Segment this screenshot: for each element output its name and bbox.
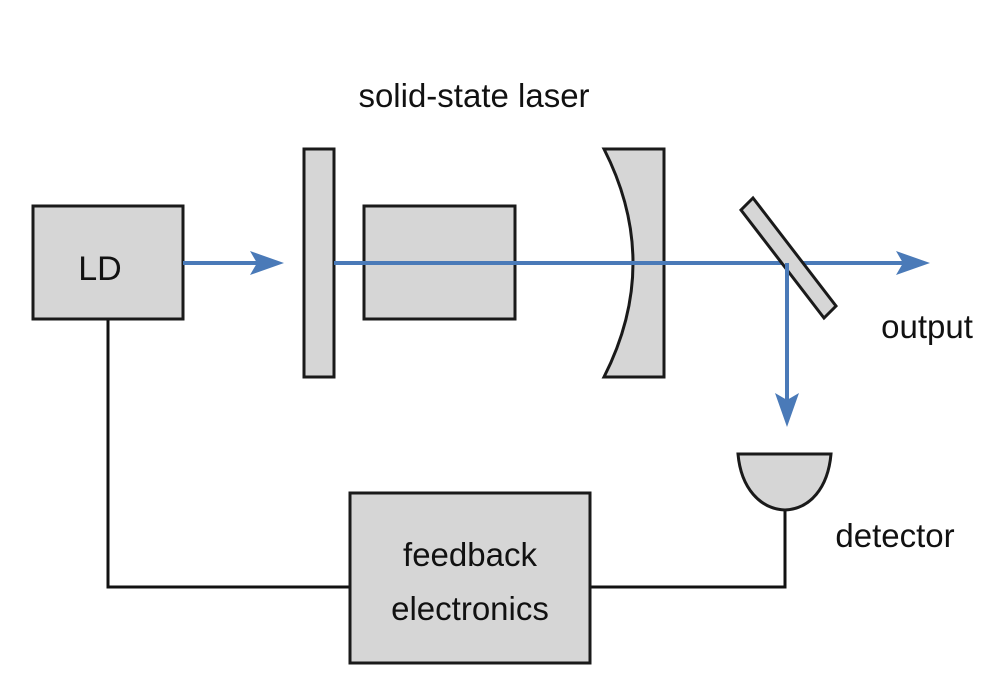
pump-beam-arrowhead	[250, 251, 284, 275]
ld-label: LD	[78, 250, 121, 288]
feedback-label-line1: feedback	[403, 536, 537, 573]
sampled-beam-arrowhead	[775, 393, 799, 427]
feedback-label-line2: electronics	[391, 590, 549, 627]
detector-icon	[736, 452, 833, 512]
detector-label: detector	[835, 517, 954, 554]
feedback-electronics-box	[348, 491, 592, 665]
output-beam-arrowhead	[896, 251, 930, 275]
ld-to-feedback-wire	[106, 320, 352, 589]
beam-splitter	[739, 195, 838, 321]
feedback-to-detector-wire	[590, 510, 787, 589]
solid-state-laser-label: solid-state laser	[358, 77, 589, 114]
output-label: output	[881, 308, 973, 345]
input-mirror	[302, 147, 336, 379]
